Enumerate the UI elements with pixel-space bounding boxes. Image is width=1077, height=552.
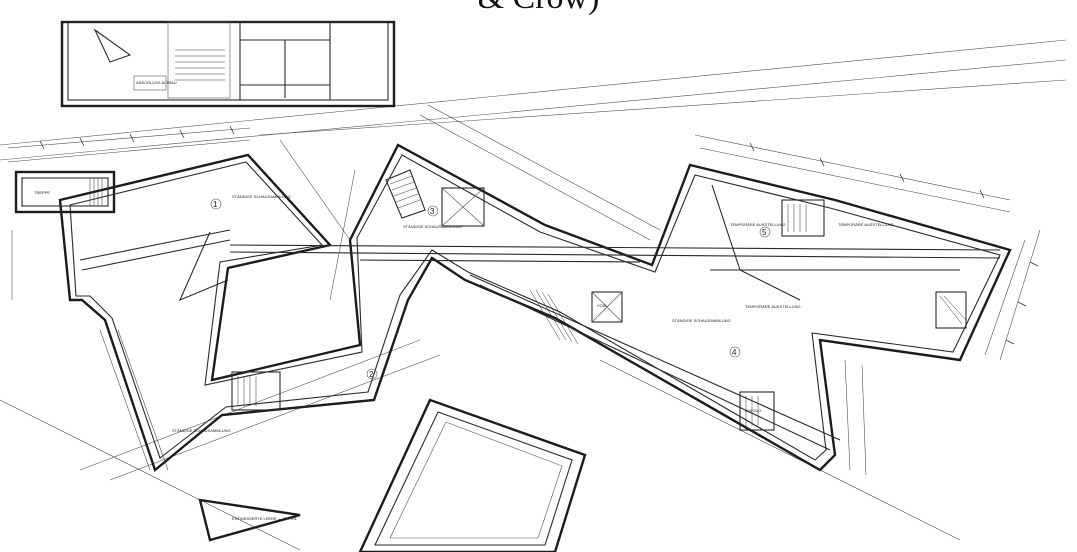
room-label-4: STÄNDIGE SCHAUSAMMLUNG	[672, 318, 731, 323]
stair-label: TREPPE	[34, 190, 50, 195]
room-number-1: 1	[213, 200, 218, 209]
room-label-5b: TEMPORÄRE AUSSTELLUNG	[838, 222, 894, 227]
bottom-label: ENTWÄSSERTE LEERE — OFFEN	[232, 516, 296, 521]
room-number-5: 5	[762, 228, 767, 237]
room-number-3: 3	[430, 207, 435, 216]
garden-of-exile	[358, 398, 587, 552]
room-number-4: 4	[732, 348, 737, 357]
room-markers: 1 2 3 4 5	[210, 198, 771, 380]
room-number-2: 2	[369, 370, 374, 379]
dimension-lines	[7, 104, 1041, 476]
room-label-5c: TEMPORÄRE AUSSTELLUNG	[745, 304, 801, 309]
room-label-1: STÄNDIGE SCHAUSAMMLUNG	[232, 194, 291, 199]
top-note: ANSCHLUSS ALTBAU	[136, 80, 177, 85]
zigzag-building	[14, 143, 1012, 473]
old-building: ANSCHLUSS ALTBAU	[60, 20, 396, 108]
room-label-5a: TEMPORÄRE AUSSTELLUNG	[730, 222, 786, 227]
room-label-3: STÄNDIGE SCHAUSAMMLUNG	[403, 224, 462, 229]
room-labels: STÄNDIGE SCHAUSAMMLUNG STÄNDIGE SCHAUSAM…	[34, 190, 894, 433]
figure-caption: & Crow)	[0, 0, 1077, 18]
lift-label: AUFZUG	[745, 408, 761, 413]
void-label: VOID	[597, 303, 607, 308]
small-wedge: ENTWÄSSERTE LEERE — OFFEN	[198, 498, 301, 542]
room-label-2: STÄNDIGE SCHAUSAMMLUNG	[172, 428, 231, 433]
